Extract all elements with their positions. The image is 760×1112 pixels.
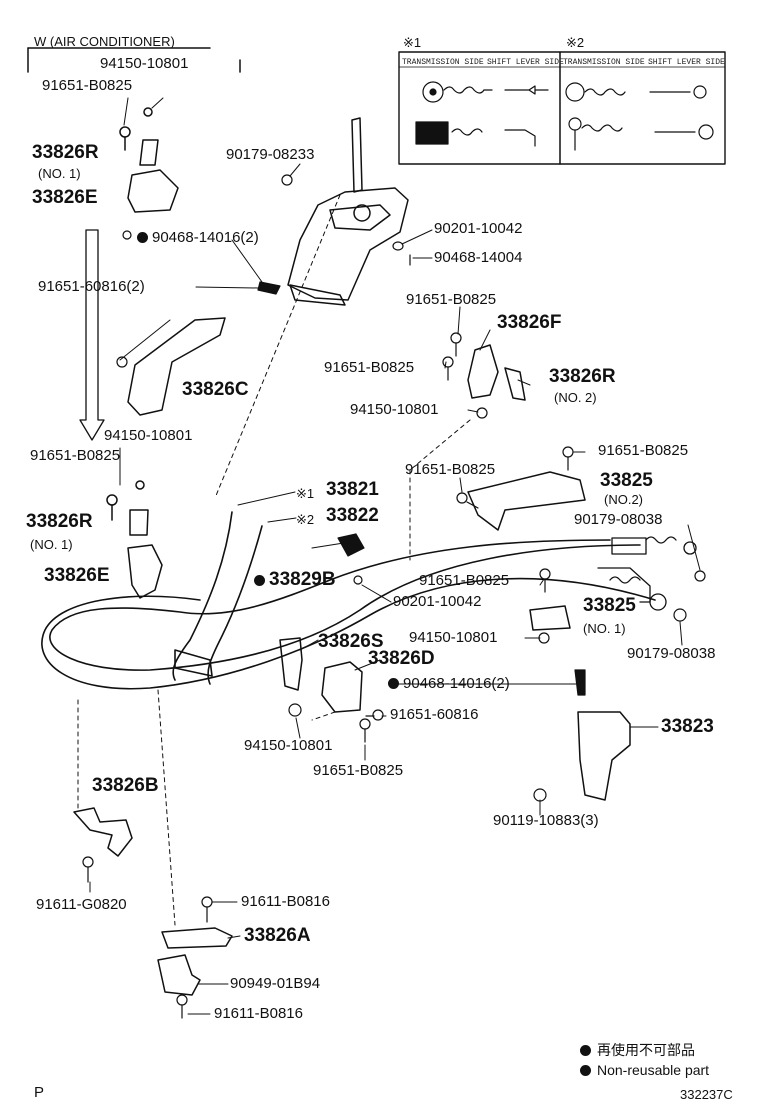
part-label: 94150-10801: [244, 737, 333, 754]
part-label: 91651-B0825: [313, 762, 404, 779]
part-label: 33826R: [26, 511, 93, 532]
non-reusable-marker: [254, 575, 265, 586]
non-reusable-marker: [137, 232, 148, 243]
variant-label: W (AIR CONDITIONER): [34, 34, 175, 49]
clip-33826r-no1-lower: [106, 480, 163, 599]
note2-right-caption: SHIFT LEVER SIDE: [648, 58, 725, 67]
part-label-qualifier: (NO. 2): [554, 390, 597, 405]
part-label: 33826C: [182, 379, 249, 400]
variant-bracket: [27, 47, 241, 73]
part-label: 91651-60816: [390, 706, 479, 723]
block-33826d: [279, 637, 363, 713]
part-label: 33826E: [32, 187, 98, 208]
note1-right-caption: SHIFT LEVER SIDE: [487, 58, 564, 67]
bracket-33826c: [127, 317, 226, 416]
note2-cable-sketch: [565, 82, 714, 151]
part-label: 90179-08038: [627, 645, 716, 662]
part-label-qualifier: (NO.2): [604, 492, 643, 507]
cable-note-ref: ※1: [296, 486, 315, 501]
part-label: 90119-10883(3): [493, 812, 599, 829]
part-label: 90179-08038: [574, 511, 663, 528]
control-cables: [41, 511, 656, 690]
part-label: 91651-B0825: [406, 291, 497, 308]
part-label: 94150-10801: [350, 401, 439, 418]
flow-arrow: [79, 229, 105, 441]
part-label: 33826B: [92, 775, 159, 796]
bracket-33825-no2: [467, 471, 586, 531]
part-label: 90468-14016(2): [388, 676, 510, 692]
plate-33823: [577, 711, 631, 801]
part-label: 33829B: [254, 570, 336, 590]
part-label: 90179-08233: [226, 146, 315, 163]
bracket-33826b: [73, 807, 133, 857]
part-label-qualifier: (NO. 1): [583, 621, 626, 636]
cable-end-fittings: [597, 536, 697, 611]
non-reusable-marker: [388, 678, 399, 689]
legend-dot: [580, 1065, 591, 1076]
part-label: 91651-60816(2): [38, 278, 145, 295]
clip-33826f: [467, 344, 526, 401]
part-label: 91611-G0820: [36, 896, 127, 913]
legend-line-en: Non-reusable part: [580, 1062, 709, 1078]
diagram-code: 332237C: [680, 1087, 733, 1102]
part-label: 91651-B0825: [419, 572, 510, 589]
part-label: 91651-B0825: [42, 77, 133, 94]
part-label: 33826E: [44, 565, 110, 586]
note1-mark: ※1: [403, 35, 422, 50]
bracket-33825-no1: [529, 605, 571, 631]
part-label: 33826R: [32, 142, 99, 163]
part-label: 33826F: [497, 312, 562, 333]
part-label: 91651-B0825: [324, 359, 415, 376]
part-label: 33825: [600, 470, 653, 491]
part-label: 33822: [326, 505, 379, 526]
note2-left-caption: TRANSMISSION SIDE: [563, 58, 645, 67]
part-label: 33825: [583, 595, 636, 616]
part-label: 33826A: [244, 925, 311, 946]
note-panel-frame: [398, 51, 726, 165]
cable-note-ref: ※2: [296, 512, 315, 527]
part-label: 90201-10042: [393, 593, 482, 610]
clip-33826r-no1-top: [119, 107, 179, 213]
legend-line-jp: 再使用不可部品: [580, 1042, 695, 1058]
leader-lines: [89, 97, 701, 1015]
fasteners: [82, 174, 706, 1019]
part-label: 33821: [326, 479, 379, 500]
shift-lever-housing: [287, 117, 409, 306]
part-label: 91651-B0825: [598, 442, 689, 459]
part-label: 91651-B0825: [405, 461, 496, 478]
part-label-qualifier: (NO. 1): [30, 537, 73, 552]
note1-left-caption: TRANSMISSION SIDE: [402, 58, 484, 67]
part-label: 33826R: [549, 366, 616, 387]
part-label: 33826S: [318, 631, 384, 652]
variant-part-number: 94150-10801: [100, 55, 189, 72]
part-label: 91611-B0816: [214, 1005, 303, 1022]
part-label: 33823: [661, 716, 714, 737]
part-label: 91651-B0825: [30, 447, 121, 464]
part-label: 94150-10801: [409, 629, 498, 646]
part-label: 90949-01B94: [230, 975, 321, 992]
note2-mark: ※2: [566, 35, 585, 50]
part-label: 91611-B0816: [241, 893, 330, 910]
assembly-dashed-lines: [77, 194, 471, 926]
part-label: 90201-10042: [434, 220, 523, 237]
bracket-33826a: [157, 927, 233, 996]
part-label: 90468-14004: [434, 249, 523, 266]
legend-dot: [580, 1045, 591, 1056]
part-label: 94150-10801: [104, 427, 193, 444]
note1-cable-sketch: [415, 81, 549, 147]
part-label-qualifier: (NO. 1): [38, 166, 81, 181]
page-letter: P: [34, 1084, 45, 1101]
part-label: 33826D: [368, 648, 435, 669]
part-label: 90468-14016(2): [137, 230, 259, 246]
